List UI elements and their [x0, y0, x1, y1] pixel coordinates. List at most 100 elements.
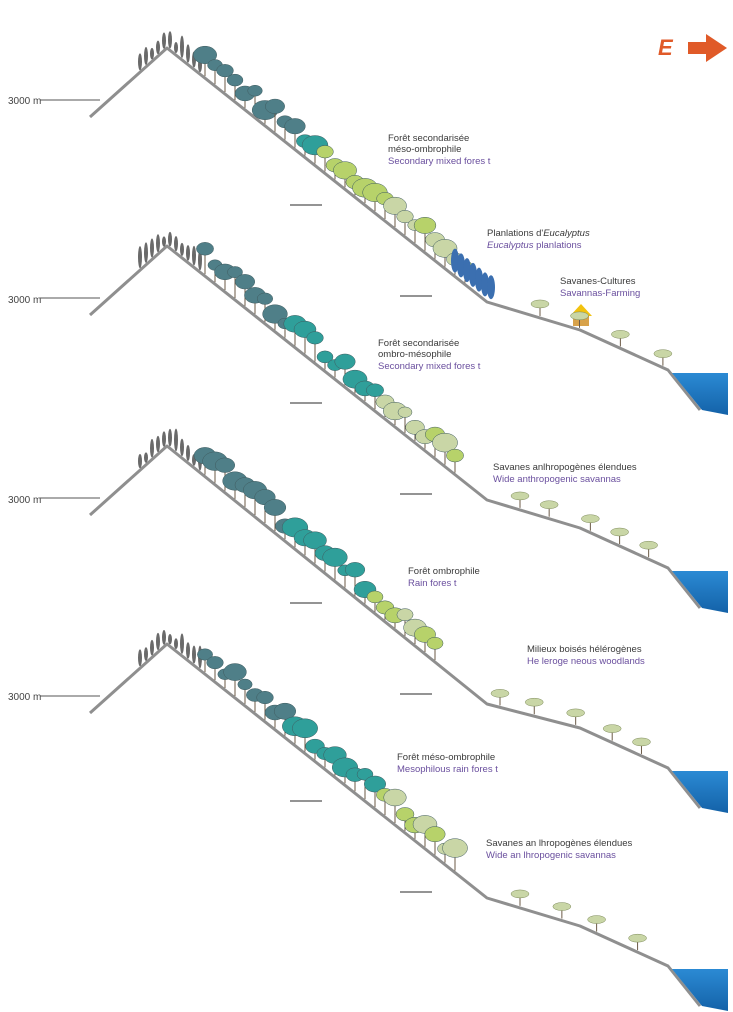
cypress-tree — [162, 630, 166, 645]
tree-crown — [207, 656, 224, 669]
east-direction-indicator: E — [658, 34, 727, 62]
tree-crown — [398, 407, 412, 418]
label-fr-italic: Eucalyptus — [543, 228, 590, 239]
cypress-tree — [150, 439, 154, 457]
cypress-tree — [150, 238, 154, 257]
label-wide-savannas-2: Savanes an lhropogènes élendues Wide an … — [486, 838, 633, 861]
label-en: Savannas-Farming — [560, 288, 640, 299]
tree-crown — [248, 85, 263, 96]
savanna-tree — [581, 515, 599, 523]
direction-label: E — [658, 35, 674, 60]
tree-crown — [224, 664, 247, 681]
tree-crown — [367, 591, 383, 603]
label-secondary-forest-meso: Forêt secondarisée méso-ombrophile Secon… — [388, 133, 491, 167]
label-en: Secondary mixed fores t — [378, 361, 481, 372]
cypress-tree — [156, 234, 160, 252]
label-en: Secondary mixed fores t — [388, 156, 491, 167]
label-fr: Forêt méso-ombrophile — [397, 752, 495, 763]
cypress-tree — [186, 245, 190, 261]
cypress-tree — [168, 634, 172, 644]
tree-crown — [414, 217, 436, 233]
cypress-tree — [144, 47, 148, 65]
altitude-label: 3000 m — [8, 692, 41, 703]
label-en: Wide an lhropogenic savannas — [486, 850, 616, 861]
tree-crown — [292, 719, 317, 738]
savanna-tree — [567, 709, 585, 717]
tree-crown — [442, 839, 467, 858]
cypress-tree — [192, 646, 196, 664]
cypress-tree — [174, 42, 178, 53]
altitude-label: 3000 m — [8, 495, 41, 506]
label-en: He leroge neous woodlands — [527, 656, 645, 667]
cypress-tree — [138, 454, 142, 468]
cypress-tree — [162, 32, 166, 48]
label-fr-2: ombro-mésophile — [378, 349, 451, 360]
cypress-tree — [186, 642, 190, 658]
label-en: Rain fores t — [408, 578, 457, 589]
ground-profile — [90, 644, 700, 1006]
tree-crown — [235, 274, 254, 289]
label-fr: Savanes-Cultures — [560, 276, 636, 287]
tree-crown — [265, 99, 284, 113]
tree-crown — [384, 789, 407, 806]
tree-crown — [335, 354, 355, 369]
label-fr: Milieux boisés hélérogènes — [527, 644, 642, 655]
altitude-label: 3000 m — [8, 96, 41, 107]
label-secondary-forest-ombro: Forêt secondarisée ombro-mésophile Secon… — [378, 338, 481, 372]
cypress-tree — [168, 232, 172, 247]
label-fr-pre: Planlations d' — [487, 228, 543, 239]
savanna-tree — [511, 890, 529, 898]
label-fr: Savanes anlhropogènes élendues — [493, 462, 637, 473]
savanna-tree — [632, 738, 650, 746]
tree-crown — [227, 74, 243, 86]
altitude-label: 3000 m — [8, 295, 41, 306]
savanna-tree — [611, 330, 629, 338]
tree-crown — [257, 293, 273, 305]
cypress-tree — [174, 236, 178, 251]
cypress-tree — [138, 649, 142, 666]
cypress-tree — [180, 36, 184, 58]
tree-crown — [323, 548, 348, 566]
savanna-tree — [525, 698, 543, 706]
savanna-tree — [491, 689, 509, 697]
label-en: Eucalyptus planlations — [487, 240, 582, 251]
cypress-tree — [144, 647, 148, 661]
cypress-tree — [156, 633, 160, 650]
savanna-tree — [603, 725, 621, 733]
label-mesophilous-rain-forest: Forêt méso-ombrophile Mesophilous rain f… — [397, 752, 498, 775]
cypress-tree — [180, 439, 184, 456]
cypress-tree — [186, 44, 190, 62]
cypress-tree — [144, 452, 148, 462]
savanna-tree — [640, 541, 658, 549]
savanna-tree — [629, 934, 647, 942]
label-fr: Forêt ombrophile — [408, 566, 480, 577]
cypress-tree — [150, 48, 154, 60]
label-fr-2: méso-ombrophile — [388, 144, 461, 155]
savanna-tree — [611, 528, 629, 536]
label-en: Wide anthropogenic savannas — [493, 474, 621, 485]
cypress-tree — [156, 41, 160, 54]
slope-profile-4 — [40, 630, 728, 1011]
cypress-tree — [186, 445, 190, 461]
tree-crown — [425, 827, 445, 842]
slope-profile-3 — [40, 429, 728, 813]
east-arrow-icon — [688, 34, 727, 62]
label-savannas-farming: Savanes-Cultures Savannas-Farming — [560, 276, 640, 299]
tree-crown — [215, 458, 235, 473]
tree-crown — [285, 118, 306, 133]
label-heterogeneous-woodlands: Milieux boisés hélérogènes He leroge neo… — [527, 644, 645, 667]
cypress-tree — [156, 436, 160, 452]
tree-crown — [345, 562, 365, 577]
savanna-tree — [553, 903, 571, 911]
tree-crown — [196, 242, 213, 255]
savanna-tree — [654, 350, 672, 358]
cypress-tree — [180, 634, 184, 654]
ground-profile — [90, 246, 700, 608]
tree-crown — [317, 145, 334, 158]
cypress-tree — [144, 242, 148, 262]
cypress-tree — [168, 429, 172, 447]
cypress-tree — [174, 429, 178, 452]
cypress-tree — [174, 638, 178, 649]
label-eucalyptus-plantations: Planlations d'Eucalyptus Eucalyptus plan… — [487, 228, 590, 251]
